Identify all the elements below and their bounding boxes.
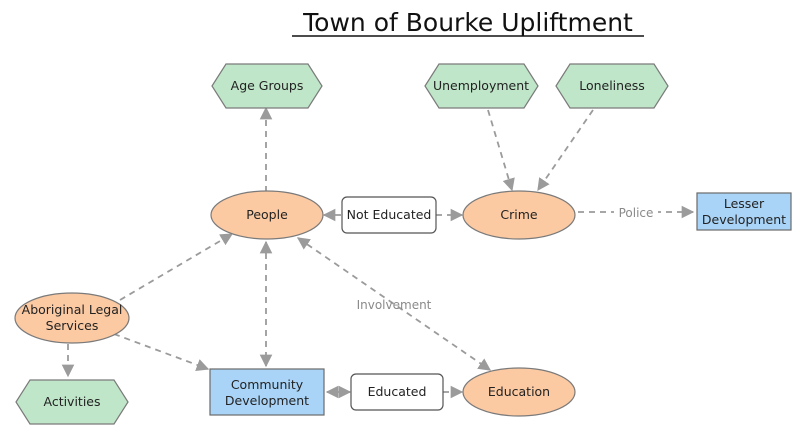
edge-label-involvement: Involvement [357, 298, 432, 312]
node-education: Education [462, 367, 576, 417]
node-label-line-2: Development [702, 212, 786, 227]
edge-label-police: Police [619, 206, 654, 220]
edge-loneliness-to-crime [537, 109, 594, 192]
node-label: Not Educated [347, 207, 432, 222]
edge-unemployment-to-crime [487, 109, 515, 192]
node-loneliness: Loneliness [555, 63, 669, 109]
node-label-line-1: Lesser [724, 196, 765, 211]
node-label: Activities [43, 394, 100, 409]
node-label: Educated [368, 384, 427, 399]
node-community-development: Community Development [209, 368, 325, 416]
node-age-groups: Age Groups [211, 63, 323, 109]
node-label-line-1: Community [231, 377, 304, 392]
node-crime: Crime [462, 190, 576, 240]
node-label-line-2: Services [46, 318, 99, 333]
node-people: People [210, 190, 324, 240]
node-unemployment: Unemployment [424, 63, 539, 109]
node-label: Crime [500, 207, 538, 222]
node-label: Loneliness [579, 78, 645, 93]
node-label-line-2: Development [225, 393, 309, 408]
node-activities: Activities [15, 379, 129, 425]
node-label-line-1: Aboriginal Legal [22, 302, 123, 317]
edge-aboriginal-to-community-development [113, 333, 210, 371]
node-label: People [246, 207, 288, 222]
police-label-bg [614, 204, 658, 220]
node-lesser-development: Lesser Development [696, 192, 792, 231]
node-aboriginal-legal-services: Aboriginal Legal Services [14, 292, 130, 344]
edge-aboriginal-to-people [119, 233, 234, 301]
node-not-educated: Not Educated [341, 196, 437, 234]
node-label: Age Groups [231, 78, 304, 93]
node-educated: Educated [350, 373, 444, 411]
node-label: Education [488, 384, 550, 399]
node-label: Unemployment [433, 78, 529, 93]
edge-people-education [296, 237, 492, 371]
diagram-title: Town of Bourke Upliftment [302, 8, 633, 37]
